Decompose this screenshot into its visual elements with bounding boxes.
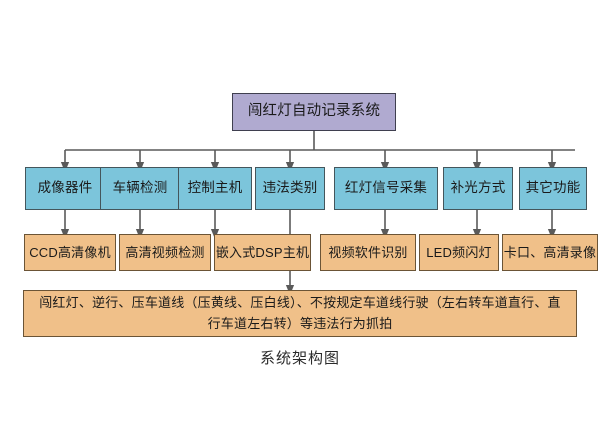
node-violation-category[interactable]: 违法类别 (255, 167, 325, 210)
node-vehicle-detection[interactable]: 车辆检测 (100, 167, 180, 210)
node-root-system[interactable]: 闯红灯自动记录系统 (232, 93, 396, 131)
node-red-light-signal[interactable]: 红灯信号采集 (334, 167, 438, 210)
node-checkpoint-hd-recording[interactable]: 卡口、高清录像 (502, 234, 598, 271)
node-video-software-recognition[interactable]: 视频软件识别 (320, 234, 416, 271)
node-imaging-device[interactable]: 成像器件 (25, 167, 105, 210)
node-fill-light-mode[interactable]: 补光方式 (443, 167, 513, 210)
node-violation-list[interactable]: 闯红灯、逆行、压车道线（压黄线、压白线）、不按规定车道线行驶（左右转车道直行、直… (23, 290, 577, 337)
diagram-caption: 系统架构图 (259, 350, 340, 367)
node-led-strobe-light[interactable]: LED频闪灯 (419, 234, 499, 271)
node-other-functions[interactable]: 其它功能 (519, 167, 587, 210)
node-hd-video-detection[interactable]: 高清视频检测 (119, 234, 211, 271)
node-ccd-hd-camera[interactable]: CCD高清像机 (24, 234, 116, 271)
node-control-host[interactable]: 控制主机 (178, 167, 252, 210)
node-embedded-dsp-host[interactable]: 嵌入式DSP主机 (214, 234, 311, 271)
